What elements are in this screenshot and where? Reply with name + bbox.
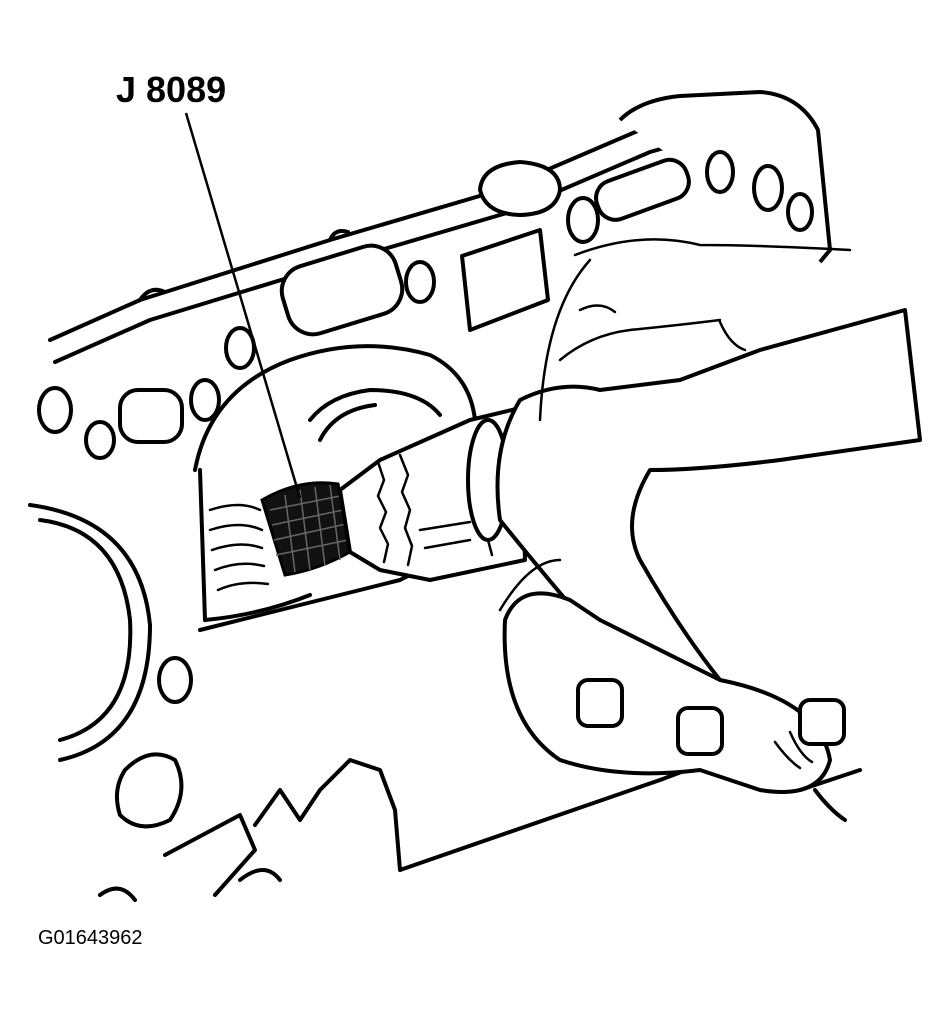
cam-bore: [193, 344, 477, 622]
bearing-tool-collet: [260, 481, 352, 577]
deck-ports: [37, 150, 814, 460]
cylinder-bore: [28, 503, 193, 762]
figure-id-label: G01643962: [38, 927, 143, 949]
callout-leader-line: [184, 112, 302, 499]
hand-and-puller: [495, 238, 922, 794]
tool-callout-label: J 8089: [116, 69, 227, 110]
puller-bolts: [576, 678, 862, 822]
